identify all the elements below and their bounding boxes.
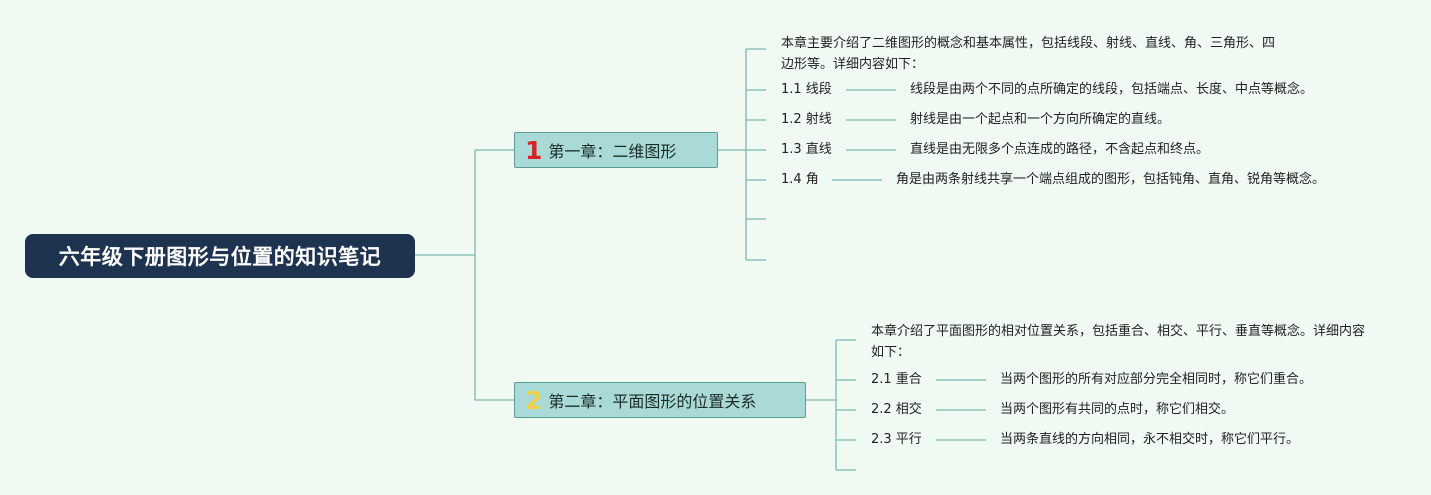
ch1-section-1-label[interactable]: 1.1 线段	[781, 82, 832, 97]
root-topic[interactable]: 六年级下册图形与位置的知识笔记	[25, 234, 415, 278]
chapter-1-title: 第一章：二维图形	[548, 142, 677, 161]
chapter-2-title: 第二章：平面图形的位置关系	[548, 392, 757, 411]
root-topic-label: 六年级下册图形与位置的知识笔记	[58, 245, 382, 269]
chapter-2-number-icon: 2	[525, 385, 543, 415]
ch1-section-2-desc[interactable]: 射线是由一个起点和一个方向所确定的直线。	[910, 112, 1171, 127]
ch1-section-2-label[interactable]: 1.2 射线	[781, 112, 832, 127]
chapter-2-topic[interactable]: 2 第二章：平面图形的位置关系	[514, 382, 806, 418]
ch2-section-3-label[interactable]: 2.3 平行	[871, 432, 922, 447]
ch1-section-4-desc[interactable]: 角是由两条射线共享一个端点组成的图形，包括钝角、直角、锐角等概念。	[896, 172, 1326, 187]
chapter-1-topic[interactable]: 1 第一章：二维图形	[514, 132, 718, 168]
chapter-1-number-icon: 1	[525, 135, 543, 165]
chapter-1-intro[interactable]: 本章主要介绍了二维图形的概念和基本属性，包括线段、射线、直线、角、三角形、四边形…	[781, 36, 1276, 72]
ch2-section-1-desc[interactable]: 当两个图形的所有对应部分完全相同时，称它们重合。	[1000, 372, 1313, 387]
chapter-2-intro[interactable]: 本章介绍了平面图形的相对位置关系，包括重合、相交、平行、垂直等概念。详细内容如下…	[871, 324, 1366, 360]
ch1-section-1-desc[interactable]: 线段是由两个不同的点所确定的线段，包括端点、长度、中点等概念。	[910, 82, 1314, 97]
ch1-section-3-desc[interactable]: 直线是由无限多个点连成的路径，不含起点和终点。	[910, 142, 1210, 157]
ch2-section-3-desc[interactable]: 当两条直线的方向相同，永不相交时，称它们平行。	[1000, 432, 1300, 447]
ch2-section-2-label[interactable]: 2.2 相交	[871, 402, 922, 417]
ch1-section-3-label[interactable]: 1.3 直线	[781, 142, 832, 157]
ch1-section-4-label[interactable]: 1.4 角	[781, 172, 819, 187]
ch2-section-2-desc[interactable]: 当两个图形有共同的点时，称它们相交。	[1000, 402, 1235, 417]
ch2-section-1-label[interactable]: 2.1 重合	[871, 372, 922, 387]
